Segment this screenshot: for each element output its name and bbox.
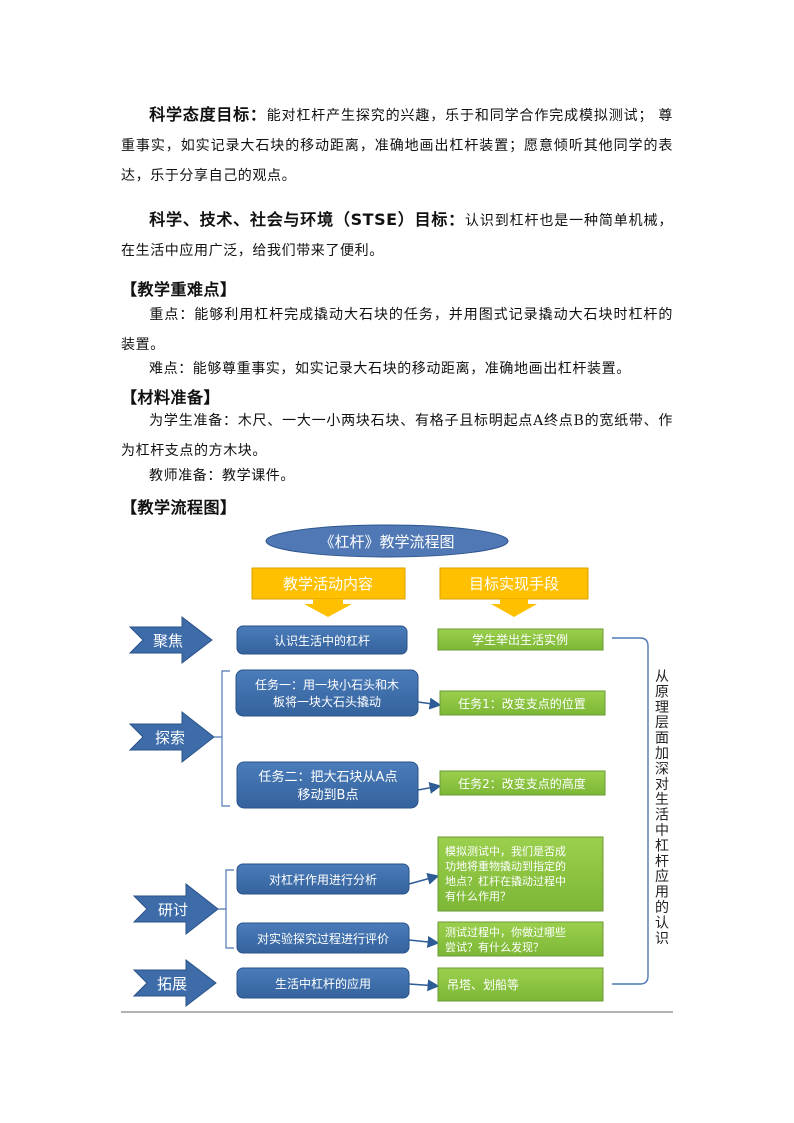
means-4-text-line4: 有什么作用？	[445, 889, 511, 903]
means-3-text: 任务2：改变支点的高度	[458, 776, 586, 791]
means-4-text-line3: 地点？杠杆在撬动过程中	[445, 874, 566, 888]
activity-3-text-line1: 任务二：把大石块从A点	[259, 769, 398, 785]
key-points-heading: 【教学重难点】	[121, 280, 237, 299]
activity-box-2	[235, 669, 419, 717]
connector-4	[408, 873, 440, 885]
side-note-vertical: 从原理层面加深对生活中杠杆应用的认识	[655, 669, 669, 947]
stage-explore-arrow: 探索	[128, 710, 215, 764]
explore-bracket	[214, 670, 230, 807]
activity-5-text: 对实验探究过程进行评价	[257, 931, 389, 946]
flow-heading: 【教学流程图】	[121, 498, 237, 517]
means-6-text: 吊塔、划船等	[447, 978, 519, 992]
flow-title-ellipse	[265, 524, 509, 558]
activity-box-6	[236, 967, 410, 999]
col-right-down-arrow	[491, 599, 537, 617]
activity-1-text: 认识生活中的杠杆	[274, 633, 370, 648]
stage-explore-label: 探索	[155, 729, 185, 747]
activity-4-text: 对杠杆作用进行分析	[269, 872, 377, 887]
stage-discuss-arrow: 研讨	[132, 882, 219, 936]
materials-teacher: 教师准备：教学课件。	[121, 461, 673, 491]
stse-goal-text: 认识到杠杆也是一种简单机械，在生活中应用广泛，给我们带来了便利。	[121, 213, 673, 259]
stage-discuss-label: 研讨	[158, 901, 188, 919]
connector-6	[408, 979, 440, 992]
activity-6-text: 生活中杠杆的应用	[275, 976, 371, 991]
materials-teacher-text: 教师准备：教学课件。	[149, 468, 295, 484]
col-right-header: 目标实现手段	[469, 575, 559, 593]
col-left-header-box	[251, 567, 406, 600]
materials-students-text: 为学生准备：木尺、一大一小两块石块、有格子且标明起点A终点B的宽纸带、作为杠杆支…	[121, 413, 673, 459]
activity-2-text-line2: 板将一块大石头撬动	[273, 695, 381, 709]
key-point-focus: 重点：能够利用杠杆完成撬动大石块的任务，并用图式记录撬动大石块时杠杆的装置。	[121, 300, 673, 360]
means-4-text-line1: 模拟测试中，我们是否成	[445, 844, 566, 858]
col-left-header: 教学活动内容	[283, 575, 373, 593]
activity-box-5	[236, 922, 410, 954]
activity-box-3	[236, 761, 419, 809]
stage-extend-label: 拓展	[157, 975, 187, 993]
stage-focus-label: 聚焦	[153, 632, 183, 650]
means-5-text-line2: 尝试？有什么发现？	[445, 940, 544, 954]
connector-3	[417, 781, 442, 794]
means-box-1	[437, 628, 604, 651]
means-box-5	[437, 921, 604, 957]
col-right-header-box	[439, 567, 589, 600]
means-1-text: 学生举出生活实例	[472, 632, 568, 647]
means-box-2	[439, 690, 606, 716]
means-box-3	[439, 770, 606, 796]
flow-title: 《杠杆》教学流程图	[319, 533, 454, 551]
activity-2-text-line1: 任务一：用一块小石头和木	[255, 677, 399, 692]
means-box-6	[437, 967, 604, 1002]
connector-2	[417, 697, 442, 710]
stse-goal-paragraph: 科学、技术、社会与环境（STSE）目标：认识到杠杆也是一种简单机械，在生活中应用…	[121, 205, 673, 266]
activity-box-4	[236, 863, 410, 895]
stage-focus-arrow: 聚焦	[128, 615, 213, 665]
col-left-down-arrow	[304, 599, 352, 617]
right-bracket	[612, 637, 649, 985]
connector-5	[408, 935, 440, 948]
stage-extend-arrow: 拓展	[132, 958, 217, 1008]
means-box-4	[437, 836, 604, 912]
attitude-goal-text: 能对杠杆产生探究的兴趣，乐于和同学合作完成模拟测试； 尊重事实，如实记录大石块的…	[121, 108, 673, 184]
attitude-goal-label: 科学态度目标：	[149, 105, 267, 124]
means-4-text-line2: 功地将重物撬动到指定的	[445, 859, 566, 873]
materials-heading: 【材料准备】	[121, 388, 221, 407]
key-point-focus-text: 重点：能够利用杠杆完成撬动大石块的任务，并用图式记录撬动大石块时杠杆的装置。	[121, 307, 673, 353]
discuss-bracket	[218, 869, 234, 949]
activity-3-text-line2: 移动到B点	[298, 788, 359, 803]
key-point-difficulty-text: 难点：能够尊重事实，如实记录大石块的移动距离，准确地画出杠杆装置。	[149, 361, 631, 377]
attitude-goal-paragraph: 科学态度目标：能对杠杆产生探究的兴趣，乐于和同学合作完成模拟测试； 尊重事实，如…	[121, 100, 673, 191]
activity-box-1	[236, 625, 408, 655]
key-point-difficulty: 难点：能够尊重事实，如实记录大石块的移动距离，准确地画出杠杆装置。	[121, 354, 673, 384]
materials-students: 为学生准备：木尺、一大一小两块石块、有格子且标明起点A终点B的宽纸带、作为杠杆支…	[121, 406, 673, 466]
stse-goal-label: 科学、技术、社会与环境（STSE）目标：	[149, 210, 465, 229]
means-5-text-line1: 测试过程中，你做过哪些	[445, 925, 566, 939]
means-2-text: 任务1：改变支点的位置	[458, 696, 586, 711]
